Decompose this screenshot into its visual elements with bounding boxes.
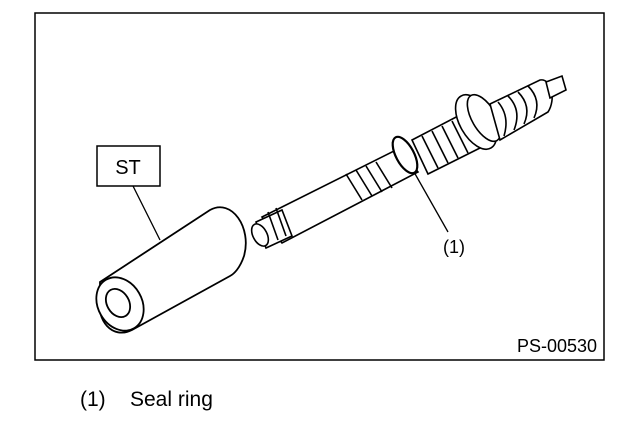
legend-item-text: Seal ring bbox=[130, 388, 213, 411]
tool-leader-line bbox=[132, 185, 161, 241]
tool-label-box bbox=[96, 145, 161, 187]
legend: (1) Seal ring bbox=[80, 388, 213, 412]
special-tool-sleeve bbox=[95, 206, 247, 334]
callout-leader-line bbox=[413, 171, 449, 233]
pinion-shaft bbox=[250, 74, 567, 250]
callout-label: (1) bbox=[443, 237, 465, 257]
tool-label: ST bbox=[115, 157, 141, 179]
figure-code: PS-00530 bbox=[517, 336, 597, 356]
legend-item-number: (1) bbox=[80, 388, 106, 411]
